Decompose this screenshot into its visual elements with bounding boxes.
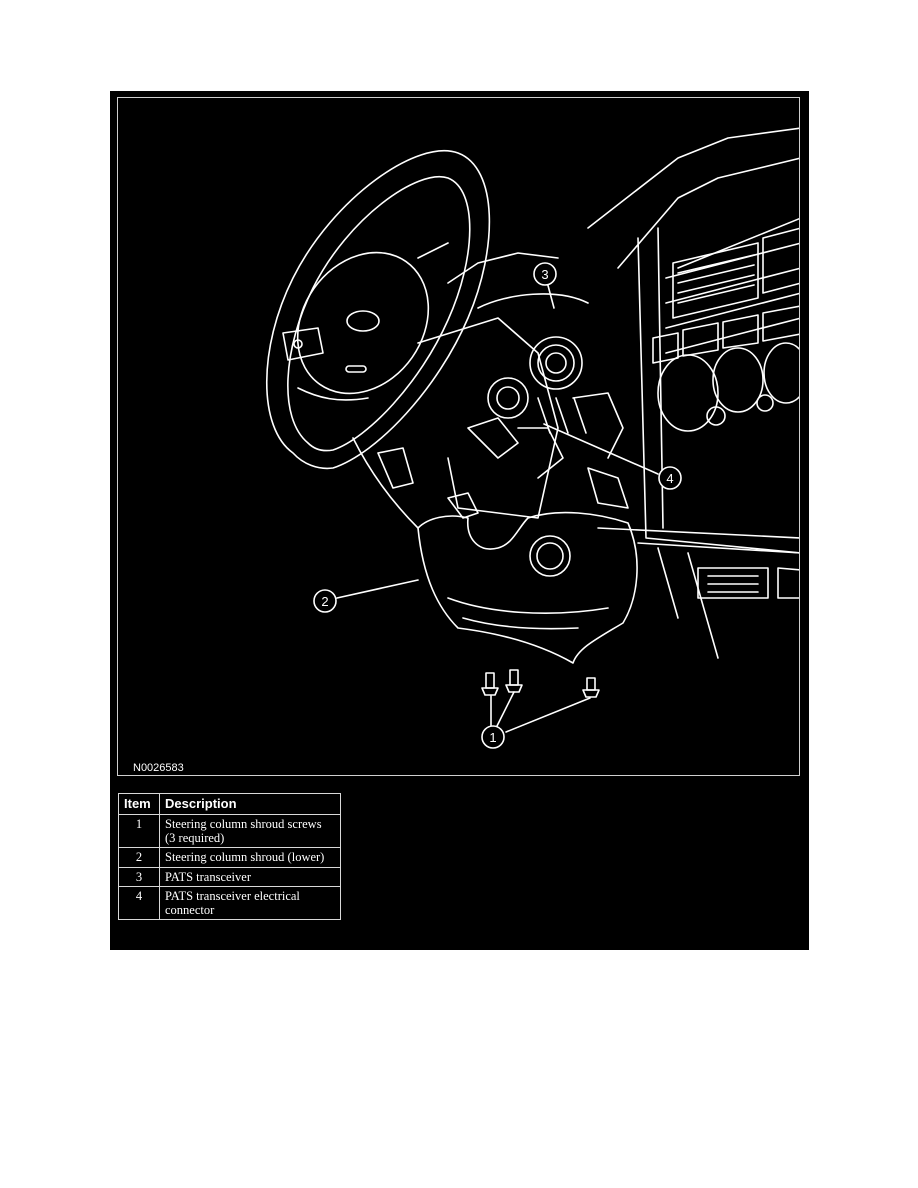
figure-panel: 1 2 3 4 N0026583 Item Description 1 Stee… bbox=[110, 91, 809, 950]
callout-2 bbox=[313, 589, 337, 613]
header-description: Description bbox=[159, 793, 341, 815]
legend-description: Steering column shroud (lower) bbox=[159, 847, 341, 868]
legend-description: PATS transceiver bbox=[159, 866, 341, 887]
legend-row: 3 PATS transceiver bbox=[118, 866, 341, 887]
callout-3-label: 3 bbox=[541, 267, 548, 282]
diagram-frame: 1 2 3 4 N0026583 bbox=[117, 97, 800, 776]
legend-row: 2 Steering column shroud (lower) bbox=[118, 847, 341, 868]
callout-2-label: 2 bbox=[321, 594, 328, 609]
callouts bbox=[313, 262, 682, 749]
legend-item: 4 bbox=[118, 886, 160, 920]
instrument-panel bbox=[587, 127, 799, 229]
legend-description: Steering column shroud screws (3 require… bbox=[159, 814, 341, 848]
line-drawing: 1 2 3 4 bbox=[266, 127, 799, 749]
callout-4 bbox=[658, 466, 682, 490]
callout-1 bbox=[481, 725, 505, 749]
legend-header-row: Item Description bbox=[118, 793, 341, 815]
screws bbox=[481, 669, 600, 698]
callout-3 bbox=[533, 262, 557, 286]
airbag-hub bbox=[296, 251, 430, 395]
callout-1-label: 1 bbox=[489, 730, 496, 745]
lower-shroud bbox=[417, 511, 638, 664]
legend-row: 1 Steering column shroud screws (3 requi… bbox=[118, 814, 341, 848]
figure-id: N0026583 bbox=[133, 762, 184, 774]
gauge-1 bbox=[657, 354, 719, 432]
steering-wheel-rim bbox=[266, 149, 491, 470]
callout-4-label: 4 bbox=[666, 471, 673, 486]
legend-item: 3 bbox=[118, 866, 160, 887]
legend-item: 1 bbox=[118, 814, 160, 848]
legend-row: 4 PATS transceiver electrical connector bbox=[118, 886, 341, 920]
legend-description: PATS transceiver electrical connector bbox=[159, 886, 341, 920]
header-item: Item bbox=[118, 793, 160, 815]
legend-item: 2 bbox=[118, 847, 160, 868]
legend-table: Item Description 1 Steering column shrou… bbox=[118, 793, 341, 920]
